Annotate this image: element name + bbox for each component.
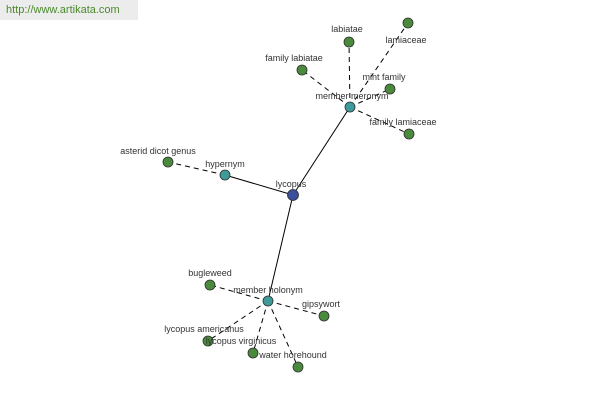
node-label-hypernym[interactable]: hypernym [205,159,245,169]
node-hypernym[interactable] [219,169,231,181]
node-lycopus-virginicus[interactable] [247,347,259,359]
labels-layer: lycopus member meronym hypernym member holo… [120,24,436,360]
node-label-labiatae[interactable]: labiatae [331,24,363,34]
node-label-lycopus[interactable]: lycopus [276,179,307,189]
edge-member_meronym-labiatae [348,41,351,108]
node-label-bugleweed[interactable]: bugleweed [188,268,232,278]
node-member-meronym[interactable] [344,101,356,113]
edge-hypernym-asterid_dicot_genus [167,161,226,176]
edge-lycopus-hypernym [224,174,294,196]
node-label-member-meronym[interactable]: member meronym [315,91,388,101]
node-label-family-labiatae[interactable]: family labiatae [265,53,323,63]
node-member-holonym[interactable] [262,295,274,307]
node-family-lamiaceae[interactable] [403,128,415,140]
edge-lycopus-member_meronym [292,106,351,196]
edges-layer [167,22,410,368]
edge-member_holonym-lycopus_americanus [207,300,269,342]
edge-member_holonym-water_horehound [267,300,299,368]
node-lycopus-americanus[interactable] [202,335,214,347]
node-label-asterid-dicot-genus[interactable]: asterid dicot genus [120,146,196,156]
edge-member_meronym-family_labiatae [301,69,351,108]
node-family-labiatae[interactable] [296,64,308,76]
node-label-lamiaceae[interactable]: lamiaceae [385,35,426,45]
node-label-lycopus-americanus[interactable]: lycopus americanus [164,324,244,334]
edge-member_holonym-gipsywort [267,300,325,317]
node-gipsywort[interactable] [318,310,330,322]
edge-member_meronym-mint_family [349,88,391,108]
node-label-gipsywort[interactable]: gipsywort [302,299,341,309]
source-url-link[interactable]: http://www.artikata.com [0,0,138,20]
edge-member_meronym-family_lamiaceae [349,106,410,135]
node-bugleweed[interactable] [204,279,216,291]
edge-member_holonym-bugleweed [209,284,269,302]
node-label-water-horehound[interactable]: water horehound [258,350,327,360]
edge-lycopus-member_holonym [267,194,294,302]
edge-member_meronym-lamiaceae [349,22,409,108]
node-label-lycopus-virginicus[interactable]: lycopus virginicus [206,336,277,346]
node-label-family-lamiaceae[interactable]: family lamiaceae [369,117,436,127]
node-label-mint-family[interactable]: mint family [362,72,406,82]
node-lycopus[interactable] [287,189,299,201]
nodes-layer [162,17,415,373]
node-lamiaceae[interactable] [402,17,414,29]
edge-member_holonym-lycopus_virginicus [252,300,269,354]
node-labiatae[interactable] [343,36,355,48]
node-label-member-holonym[interactable]: member holonym [233,285,303,295]
node-water-horehound[interactable] [292,361,304,373]
node-asterid-dicot-genus[interactable] [162,156,174,168]
node-mint-family[interactable] [384,83,396,95]
